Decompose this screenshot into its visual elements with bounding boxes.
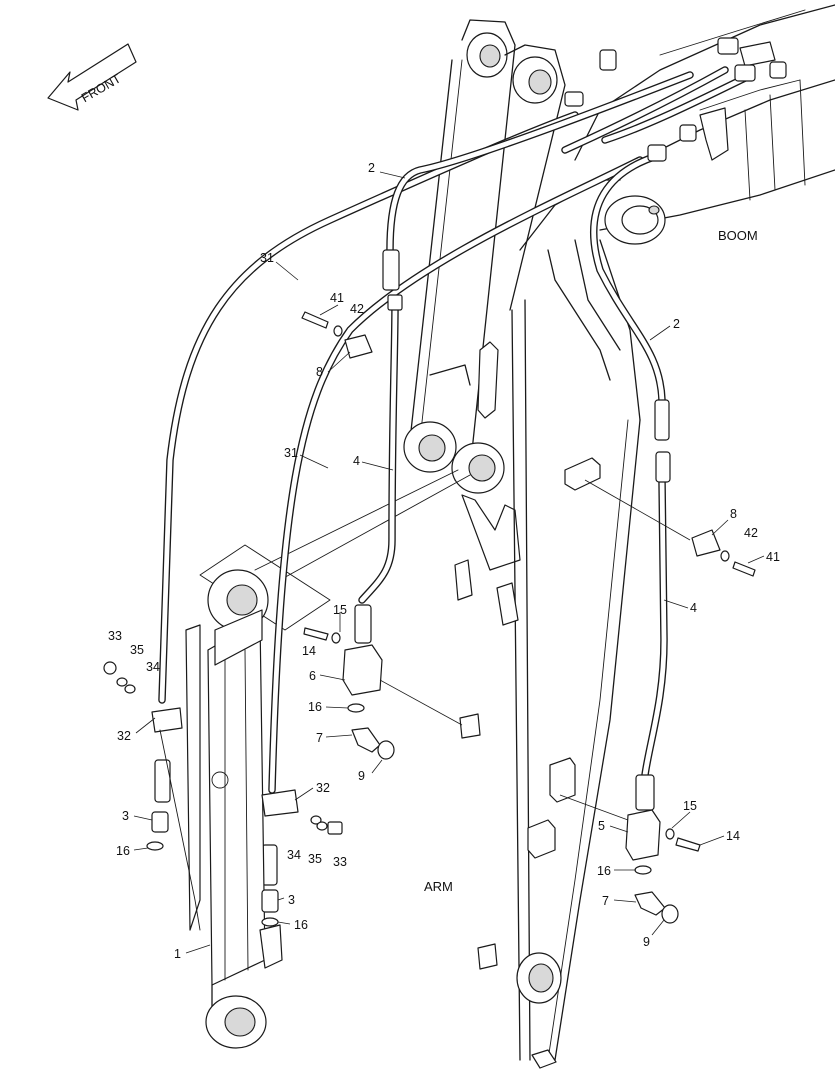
callout-6: 6	[309, 669, 316, 683]
callout-3-left: 3	[122, 809, 129, 823]
boom-label: BOOM	[718, 228, 758, 243]
callout-16-lower: 16	[294, 918, 308, 932]
callout-41-left: 41	[330, 291, 344, 305]
callout-15-right: 15	[683, 799, 697, 813]
callout-33-right: 33	[333, 855, 347, 869]
callout-2-upper-left: 2	[368, 161, 375, 175]
front-arrow: FRONT	[47, 43, 137, 111]
callout-32-left: 32	[117, 729, 131, 743]
callout-8-left: 8	[316, 365, 323, 379]
arm-cylinder	[151, 569, 299, 1049]
callout-35-right: 35	[308, 852, 322, 866]
callout-7-right: 7	[602, 894, 609, 908]
callout-9-right: 9	[643, 935, 650, 949]
callout-4-right: 4	[690, 601, 697, 615]
callout-2-right: 2	[673, 317, 680, 331]
callout-7-left: 7	[316, 731, 323, 745]
callout-9-left: 9	[358, 769, 365, 783]
callout-16-right: 16	[597, 864, 611, 878]
arm-label: ARM	[424, 879, 453, 894]
callout-16-left: 16	[308, 700, 322, 714]
callout-16-cylinder: 16	[116, 844, 130, 858]
hoses	[158, 66, 749, 794]
callout-5: 5	[598, 819, 605, 833]
callout-3-cylinder: 3	[288, 893, 295, 907]
callout-14-left: 14	[302, 644, 316, 658]
arm-structure	[199, 19, 641, 1069]
callout-42-right: 42	[744, 526, 758, 540]
callout-34-right: 34	[287, 848, 301, 862]
callout-31-upper: 31	[260, 251, 274, 265]
callout-14-right: 14	[726, 829, 740, 843]
callout-32-right: 32	[316, 781, 330, 795]
callout-1: 1	[174, 947, 181, 961]
callout-15-left: 15	[333, 603, 347, 617]
callout-34-left: 34	[146, 660, 160, 674]
callout-numbers: 2 2 31 31 41 42 8 4 4 8 42 41 15 14 6 16…	[108, 161, 780, 961]
callout-33-left: 33	[108, 629, 122, 643]
callout-4-left: 4	[353, 454, 360, 468]
callout-35-left: 35	[130, 643, 144, 657]
hose-fittings	[154, 37, 787, 886]
callout-31-lower: 31	[284, 446, 298, 460]
callout-leaders	[133, 171, 765, 954]
small-parts	[103, 311, 756, 927]
callout-42-left: 42	[350, 302, 364, 316]
callout-41-right: 41	[766, 550, 780, 564]
callout-8-right: 8	[730, 507, 737, 521]
boom-structure	[574, 4, 835, 245]
